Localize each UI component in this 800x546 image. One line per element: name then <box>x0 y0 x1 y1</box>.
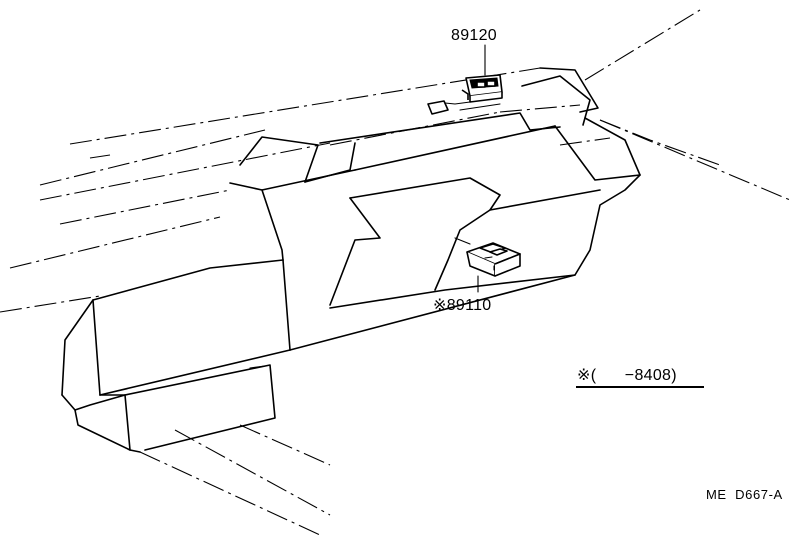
lower-switch-part <box>466 242 521 293</box>
drawing-code: ME D667-A <box>706 487 783 502</box>
part-number-89110: ※89110 <box>433 297 492 314</box>
phantom-outline <box>0 9 791 536</box>
applicability-note: ※( −8408) <box>577 367 677 384</box>
note-underline <box>576 386 704 388</box>
dashboard-body <box>61 67 641 453</box>
part-number-89120: 89120 <box>451 27 497 44</box>
upper-switch-part <box>427 44 503 115</box>
